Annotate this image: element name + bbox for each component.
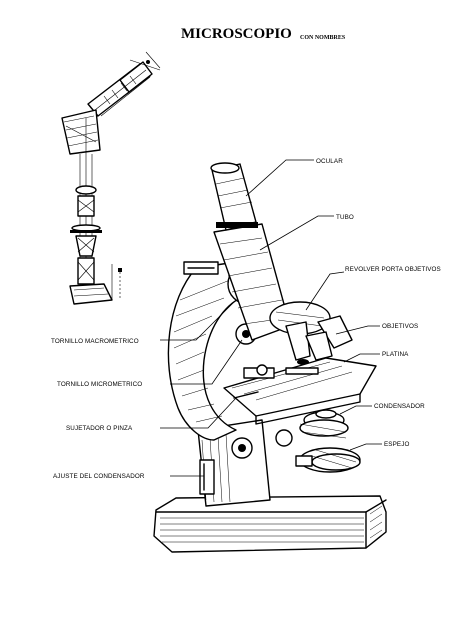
label-platina: PLATINA bbox=[382, 351, 409, 358]
label-ajuste-del-condensador: AJUSTE DEL CONDENSADOR bbox=[53, 473, 145, 480]
label-tubo: TUBO bbox=[336, 214, 354, 221]
label-revolver: REVOLVER PORTA OBJETIVOS bbox=[345, 266, 441, 273]
optical-path-schematic bbox=[61, 51, 161, 305]
microscope-illustration bbox=[153, 162, 387, 553]
label-ocular: OCULAR bbox=[316, 158, 343, 165]
leader-lines bbox=[160, 159, 382, 477]
label-espejo: ESPEJO bbox=[384, 441, 409, 448]
label-objetivos: OBJETIVOS bbox=[382, 323, 418, 330]
label-tornillo-macrometrico: TORNILLO MACROMETRICO bbox=[51, 338, 139, 345]
label-tornillo-micrometrico: TORNILLO MICROMETRICO bbox=[57, 381, 142, 388]
label-sujetador-o-pinza: SUJETADOR O PINZA bbox=[66, 425, 133, 432]
label-condensador: CONDENSADOR bbox=[374, 403, 425, 410]
diagram-title: MICROSCOPIO bbox=[181, 26, 292, 42]
diagram-subtitle: CON NOMBRES bbox=[300, 35, 346, 41]
